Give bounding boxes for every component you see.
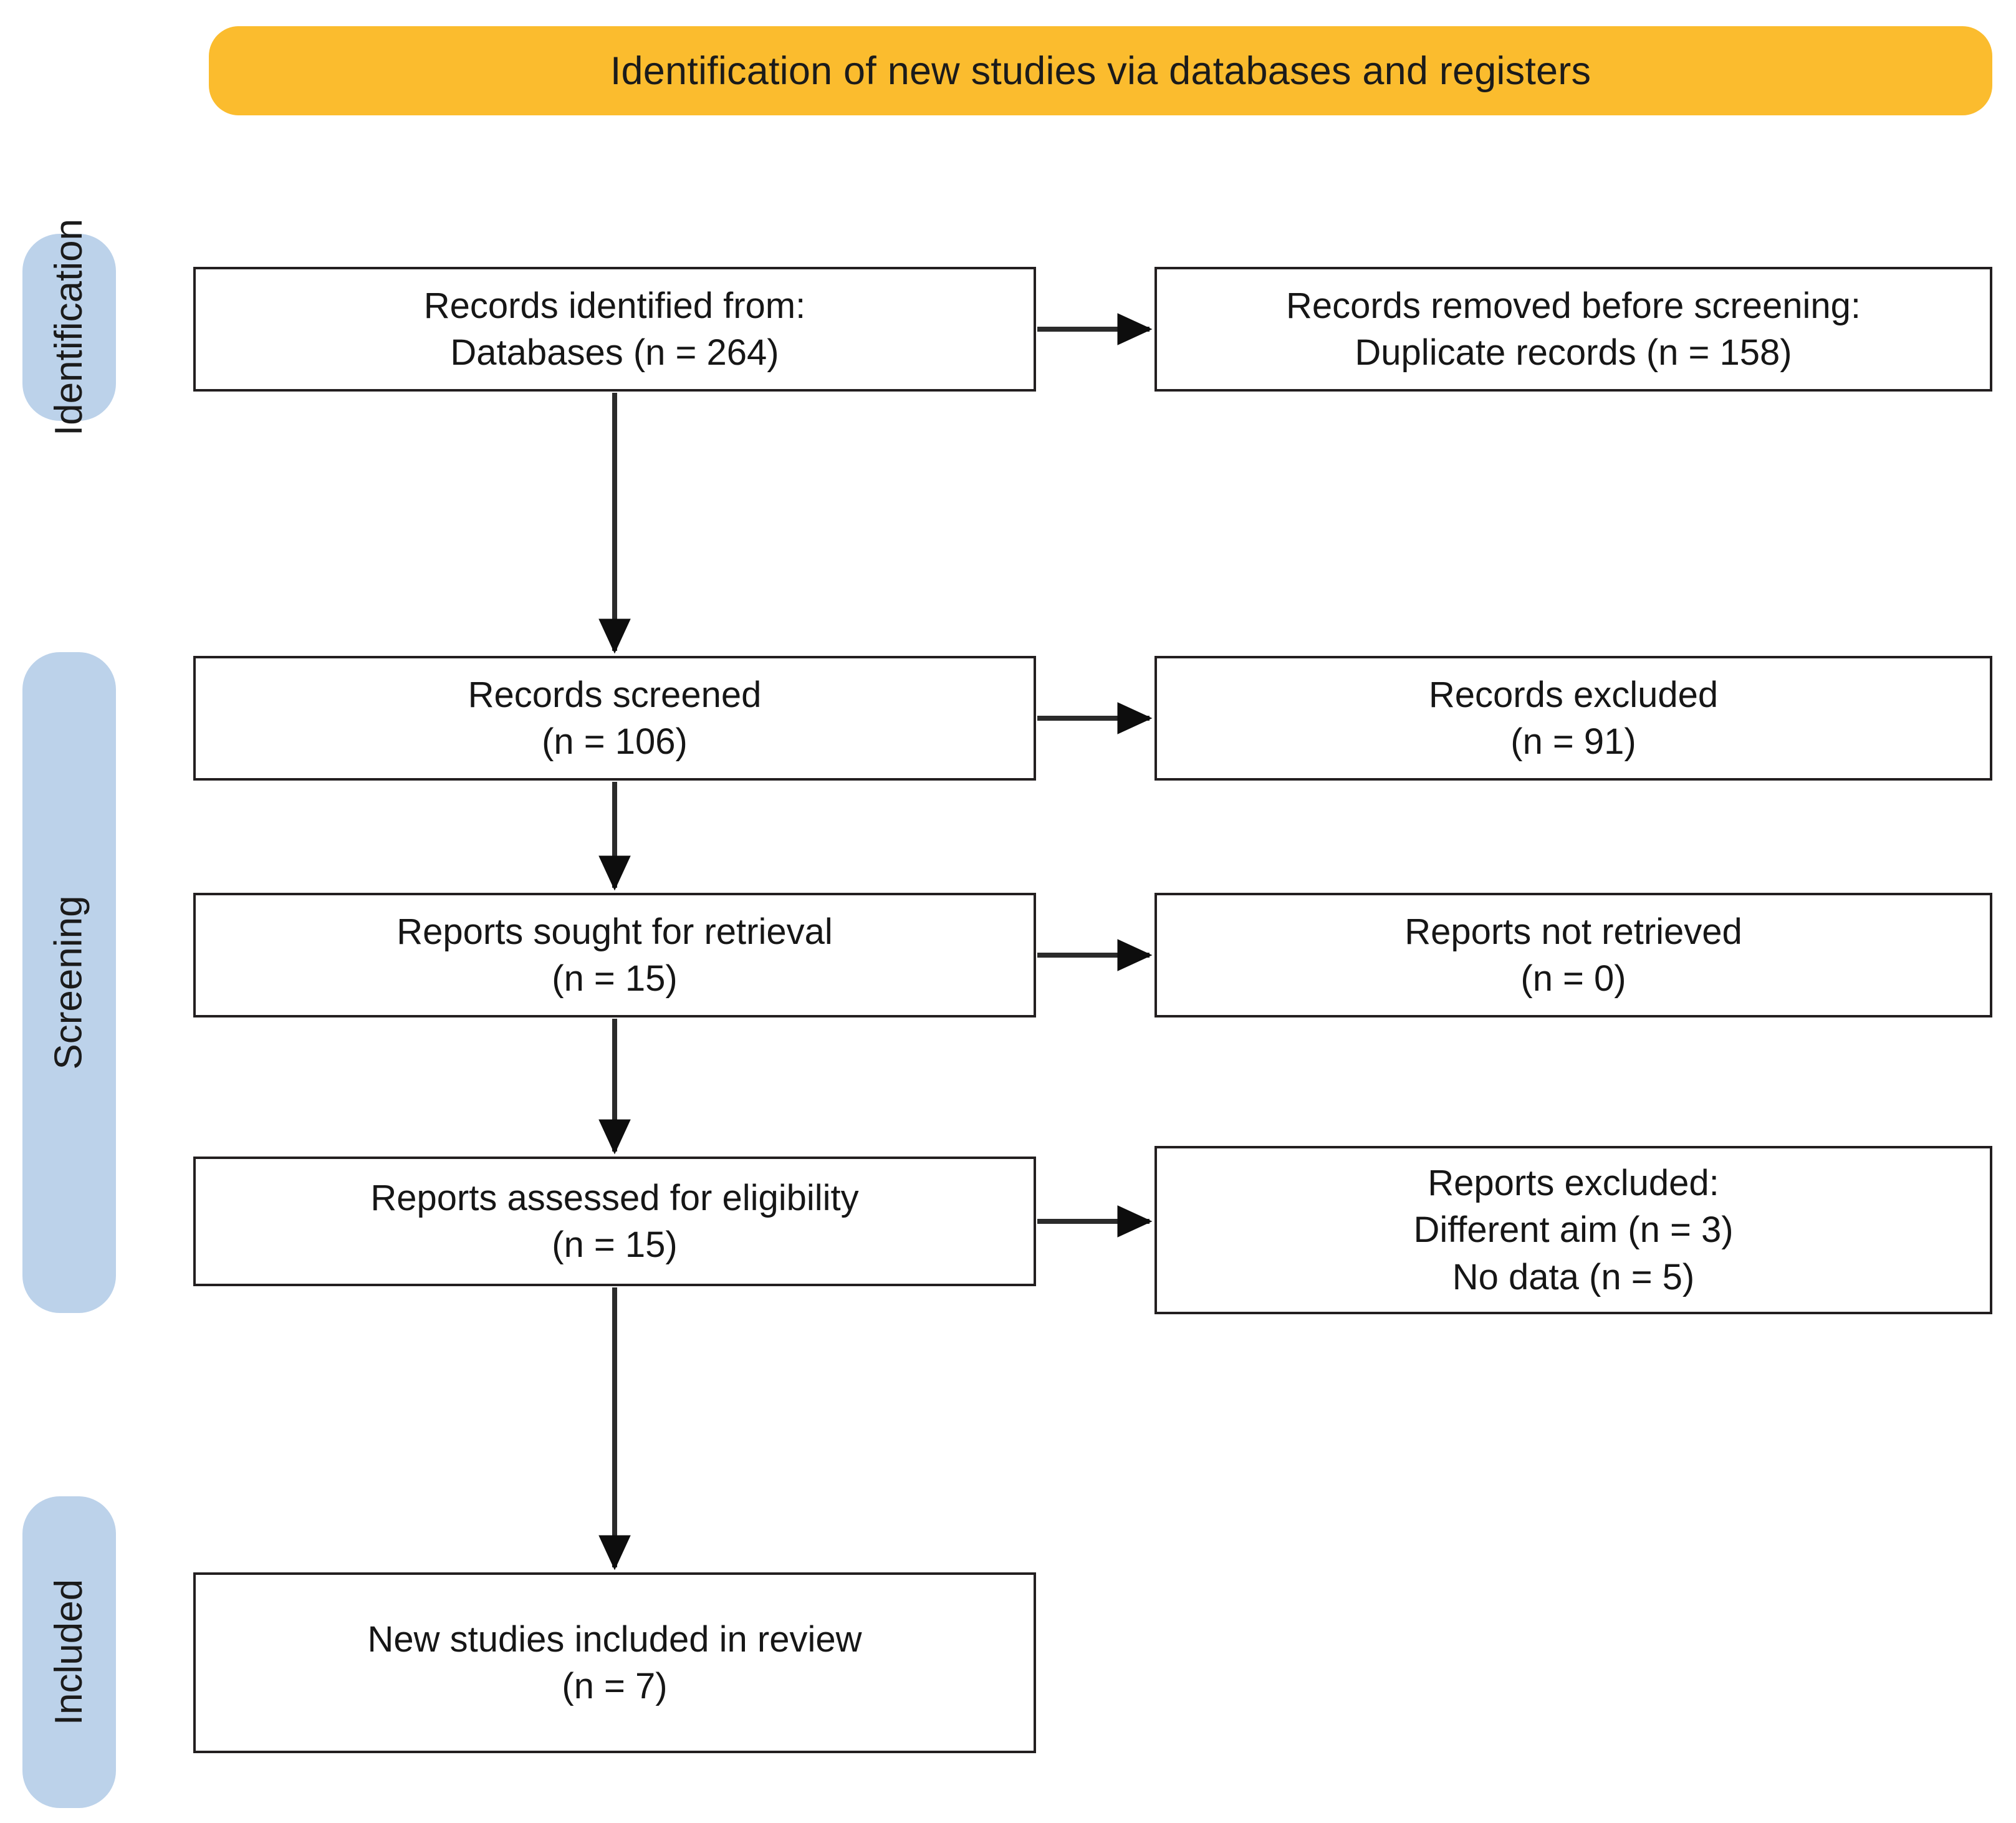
flow-box-line: Records removed before screening: [1285,285,1861,326]
flow-box-line: (n = 106) [542,721,688,762]
flow-box-line: Databases (n = 264) [450,332,779,373]
stage-pill-screening: Screening [22,652,116,1313]
flow-box-line: Reports not retrieved [1404,911,1742,952]
flow-box-line: Records excluded [1428,674,1719,715]
stage-label-screening: Screening [47,895,90,1070]
flow-box-line: Different aim (n = 3) [1413,1210,1734,1251]
diagram-header-banner: Identification of new studies via databa… [209,26,1992,115]
flow-box-records-screened: Records screened (n = 106) [193,656,1036,781]
flow-box-line: (n = 15) [552,958,678,999]
flow-box-records-removed: Records removed before screening: Duplic… [1154,267,1992,392]
flow-box-reports-sought: Reports sought for retrieval (n = 15) [193,893,1036,1017]
flow-box-line: Reports sought for retrieval [396,911,833,952]
flow-box-line: Records screened [468,674,762,715]
flow-box-records-excluded: Records excluded (n = 91) [1154,656,1992,781]
flow-box-line: Records identified from: [423,285,806,326]
flow-box-reports-assessed: Reports assessed for eligibility (n = 15… [193,1157,1036,1286]
stage-label-included: Included [47,1579,91,1726]
diagram-title: Identification of new studies via databa… [610,49,1591,93]
stage-label-identification: Identification [47,218,90,436]
flow-box-line: Reports excluded: [1428,1162,1719,1203]
flow-box-line: Duplicate records (n = 158) [1355,332,1792,373]
flow-box-records-identified: Records identified from: Databases (n = … [193,267,1036,392]
flow-box-new-studies-included: New studies included in review (n = 7) [193,1572,1036,1753]
flow-box-line: (n = 15) [552,1224,678,1265]
flow-box-reports-not-retrieved: Reports not retrieved (n = 0) [1154,893,1992,1017]
flow-box-reports-excluded: Reports excluded: Different aim (n = 3) … [1154,1146,1992,1314]
stage-pill-identification: Identification [22,219,116,436]
flow-box-line: Reports assessed for eligibility [370,1177,859,1218]
flow-box-line: (n = 91) [1510,721,1636,762]
flow-box-line: No data (n = 5) [1452,1256,1695,1297]
flow-box-line: (n = 0) [1520,958,1626,999]
flow-box-line: New studies included in review [367,1619,862,1660]
stage-pill-included: Included [22,1496,116,1808]
flow-box-line: (n = 7) [562,1666,668,1706]
